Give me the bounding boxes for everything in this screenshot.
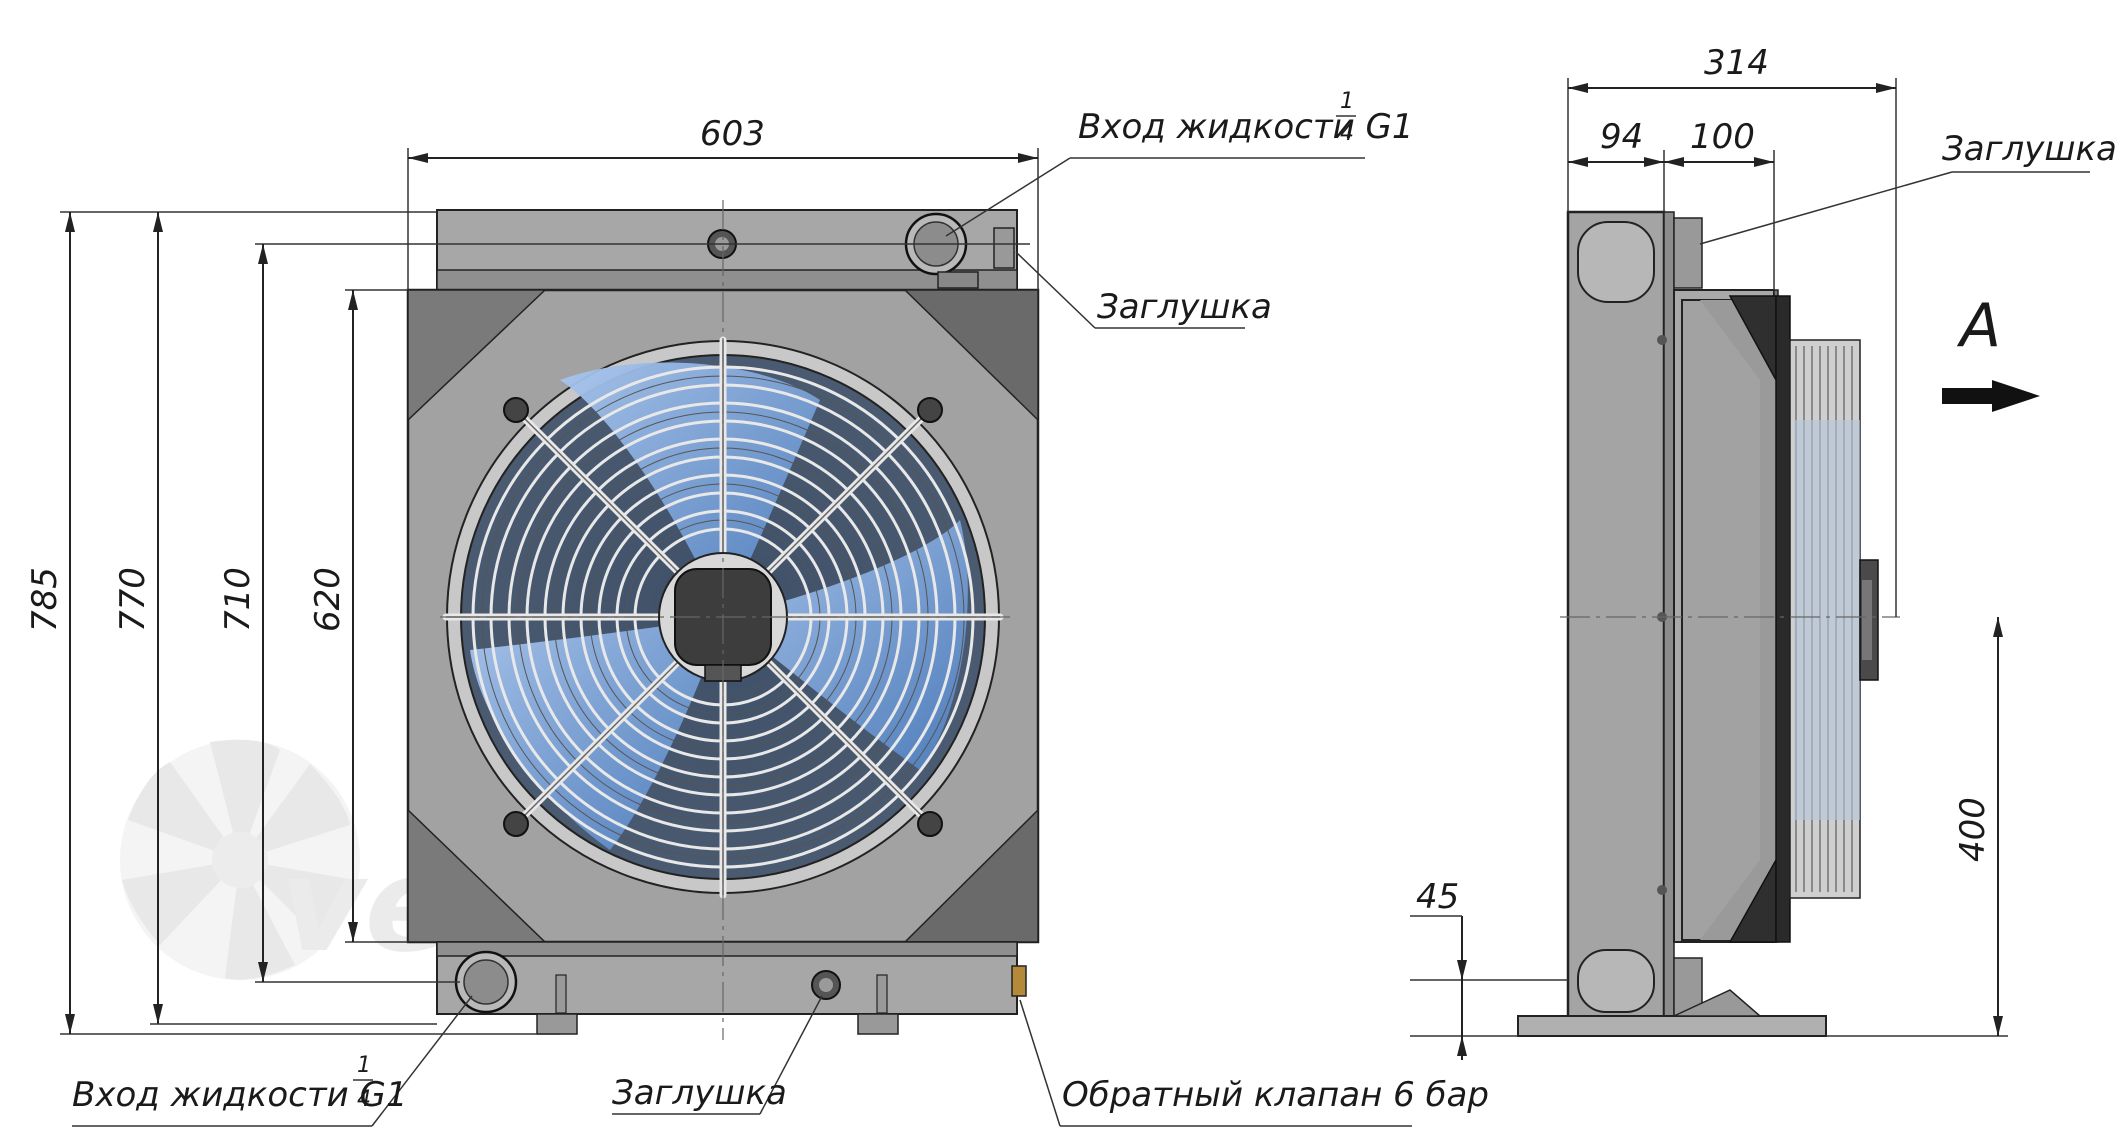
label-inlet-top-frac-num: 1 (1340, 89, 1354, 114)
label-plug-top: Заглушка (1097, 287, 1272, 327)
view-arrow-icon (1942, 380, 2040, 412)
dim-height-710: 710 (218, 567, 258, 632)
label-check-valve: Обратный клапан 6 бар (1062, 1075, 1489, 1115)
dim-depth-100: 100 (1690, 117, 1755, 157)
side-callouts: Заглушка A (1699, 129, 2116, 412)
front-view: 603 785 770 710 (25, 89, 1489, 1127)
side-view: 314 94 100 45 400 (1410, 43, 2116, 1060)
dim-width-603: 603 (700, 114, 765, 154)
dim-depth-94: 94 (1600, 117, 1643, 157)
watermark-fan-icon (120, 739, 360, 980)
bottom-header-tank (436, 941, 1027, 1035)
dim-height-400: 400 (1953, 797, 1993, 862)
dim-depth-314: 314 (1704, 43, 1769, 83)
side-shroud (1681, 289, 1791, 943)
view-marker-a: A (1956, 291, 2001, 361)
dim-height-770: 770 (113, 567, 153, 632)
label-inlet-bottom: Вход жидкости G1 (72, 1075, 408, 1115)
label-side-plug: Заглушка (1942, 129, 2116, 169)
front-callouts: Вход жидкости G1 1 4 Заглушка Вход жидко… (72, 89, 1489, 1127)
label-plug-bottom: Заглушка (612, 1073, 787, 1113)
side-dimensions: 314 94 100 45 400 (1410, 43, 2008, 1060)
label-inlet-bottom-frac-den: 4 (357, 1087, 371, 1112)
top-header-tank (436, 209, 1018, 291)
plug-top-side (993, 227, 1015, 269)
fan-mount-bolts (503, 397, 943, 837)
dim-height-620: 620 (308, 567, 348, 632)
label-inlet-top-frac-den: 4 (1340, 121, 1354, 146)
label-inlet-bottom-frac-num: 1 (357, 1053, 371, 1078)
label-inlet-top: Вход жидкости G1 (1078, 107, 1414, 147)
dim-height-45: 45 (1416, 877, 1459, 917)
side-plug-top (1673, 217, 1703, 289)
check-valve (1011, 965, 1027, 997)
front-dimensions: 603 785 770 710 (25, 114, 1039, 1035)
side-fan-guard (1789, 339, 1879, 899)
dim-height-785: 785 (25, 567, 65, 632)
side-foot (1517, 989, 1827, 1037)
